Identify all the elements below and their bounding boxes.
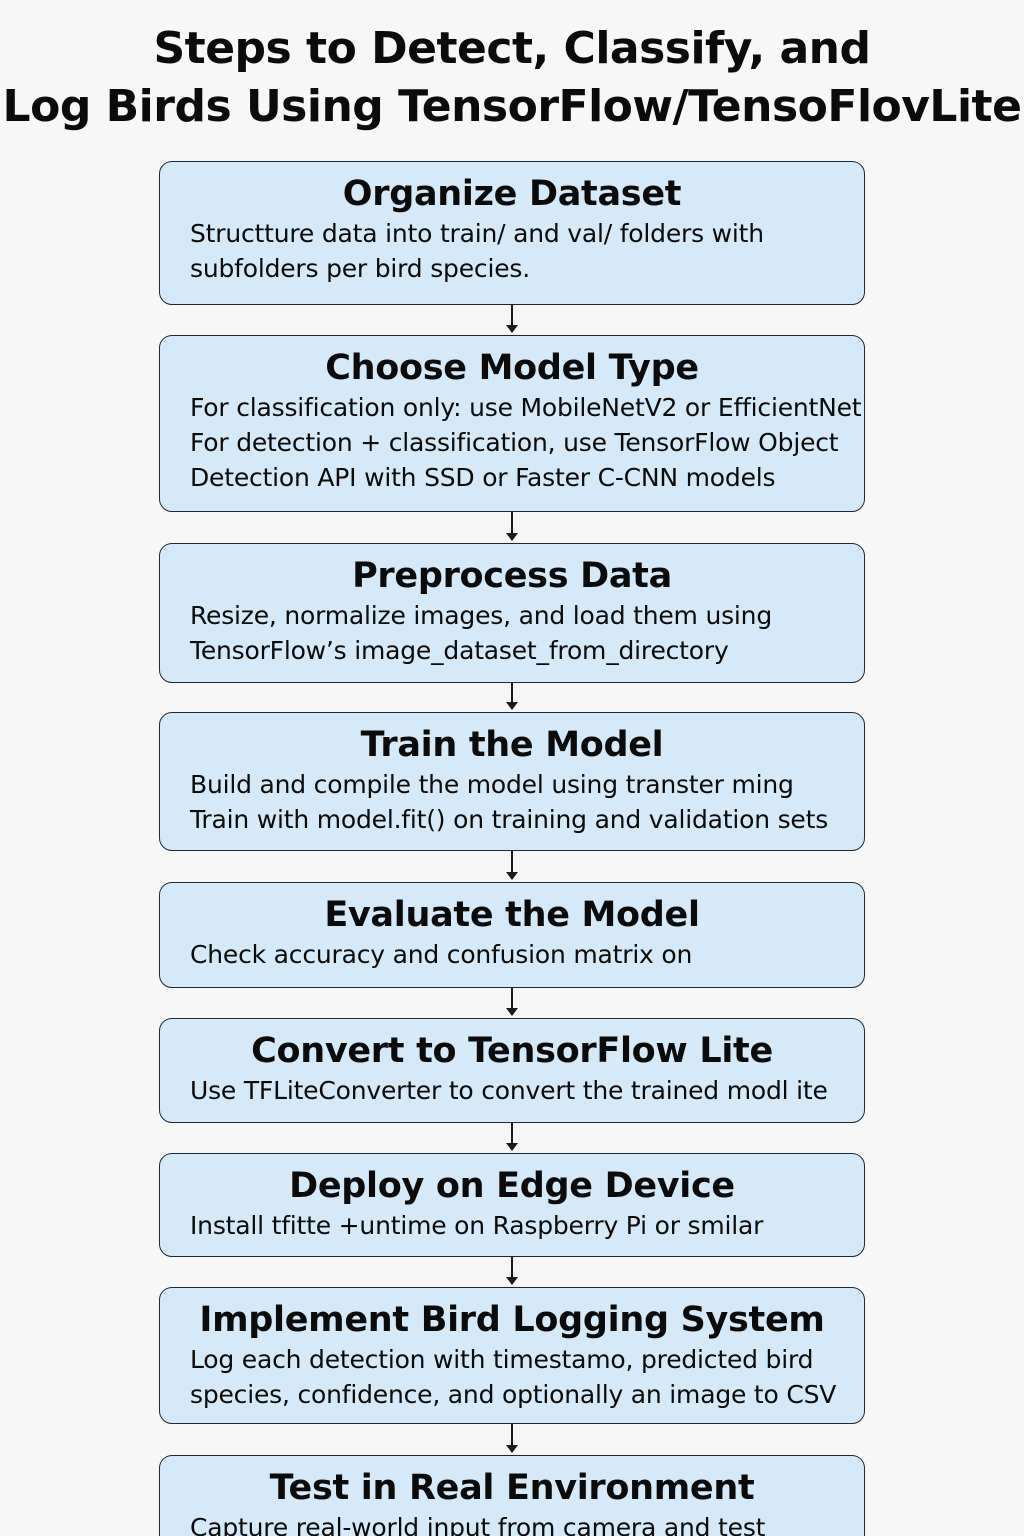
step-convert-to-tflite: Convert to TensorFlow Lite Use TFLiteCon… (159, 1018, 865, 1123)
step-description-line: Resize, normalize images, and load them … (190, 601, 772, 630)
step-title: Preprocess Data (352, 556, 672, 596)
step-title: Choose Model Type (325, 348, 699, 388)
step-description-line: Build and compile the model using transt… (190, 770, 794, 799)
step-description-line: Structture data into train/ and val/ fol… (190, 219, 764, 248)
connector-arrow (506, 988, 518, 1016)
step-title: Test in Real Environment (269, 1468, 755, 1508)
step-title: Organize Dataset (342, 174, 682, 214)
step-description-line: Detection API with SSD or Faster C-CNN m… (190, 463, 776, 492)
diagram-title-line-2: Log Birds Using TensorFlow/TensoFlovLite (2, 81, 1022, 132)
connector-arrow (506, 305, 518, 333)
connector-arrow (506, 1424, 518, 1453)
step-description-line: Capture real-world input from camera and… (190, 1513, 766, 1536)
step-choose-model-type: Choose Model Type For classification onl… (159, 335, 865, 512)
step-description-line: subfolders per bird species. (190, 254, 530, 283)
connector-arrow (506, 1257, 518, 1285)
step-title: Convert to TensorFlow Lite (251, 1031, 773, 1071)
step-description-line: Install tfitte +untime on Raspberry Pi o… (190, 1211, 764, 1240)
step-title: Deploy on Edge Device (289, 1166, 735, 1206)
step-description-line: Use TFLiteConverter to convert the train… (190, 1076, 828, 1105)
step-test-in-real-environment: Test in Real Environment Capture real-wo… (159, 1455, 865, 1536)
diagram-title-line-1: Steps to Detect, Classify, and (153, 23, 871, 74)
step-title: Implement Bird Logging System (199, 1300, 825, 1340)
step-train-the-model: Train the Model Build and compile the mo… (159, 712, 865, 851)
step-title: Evaluate the Model (324, 895, 700, 935)
step-title: Train the Model (360, 725, 664, 765)
step-preprocess-data: Preprocess Data Resize, normalize images… (159, 543, 865, 683)
step-description-line: TensorFlow’s image_dataset_from_director… (190, 636, 729, 665)
step-description-line: Check accuracy and confusion matrix on (190, 940, 693, 969)
step-deploy-on-edge-device: Deploy on Edge Device Install tfitte +un… (159, 1153, 865, 1257)
step-description-line: Train with model.fit() on training and v… (190, 805, 829, 834)
connector-arrow (506, 851, 518, 880)
step-implement-bird-logging: Implement Bird Logging System Log each d… (159, 1287, 865, 1424)
connector-arrow (506, 683, 518, 710)
step-description-line: species, confidence, and optionally an i… (190, 1380, 837, 1409)
step-description-line: For detection + classification, use Tens… (190, 428, 839, 457)
connector-arrow (506, 1123, 518, 1151)
step-organize-dataset: Organize Dataset Structture data into tr… (159, 161, 865, 305)
step-description-line: Log each detection with timestamo, predi… (190, 1345, 814, 1374)
step-description-line: For classification only: use MobileNetV2… (190, 393, 862, 422)
connector-arrow (506, 512, 518, 541)
step-evaluate-the-model: Evaluate the Model Check accuracy and co… (159, 882, 865, 988)
diagram-title: Steps to Detect, Classify, and Log Birds… (0, 20, 1024, 136)
